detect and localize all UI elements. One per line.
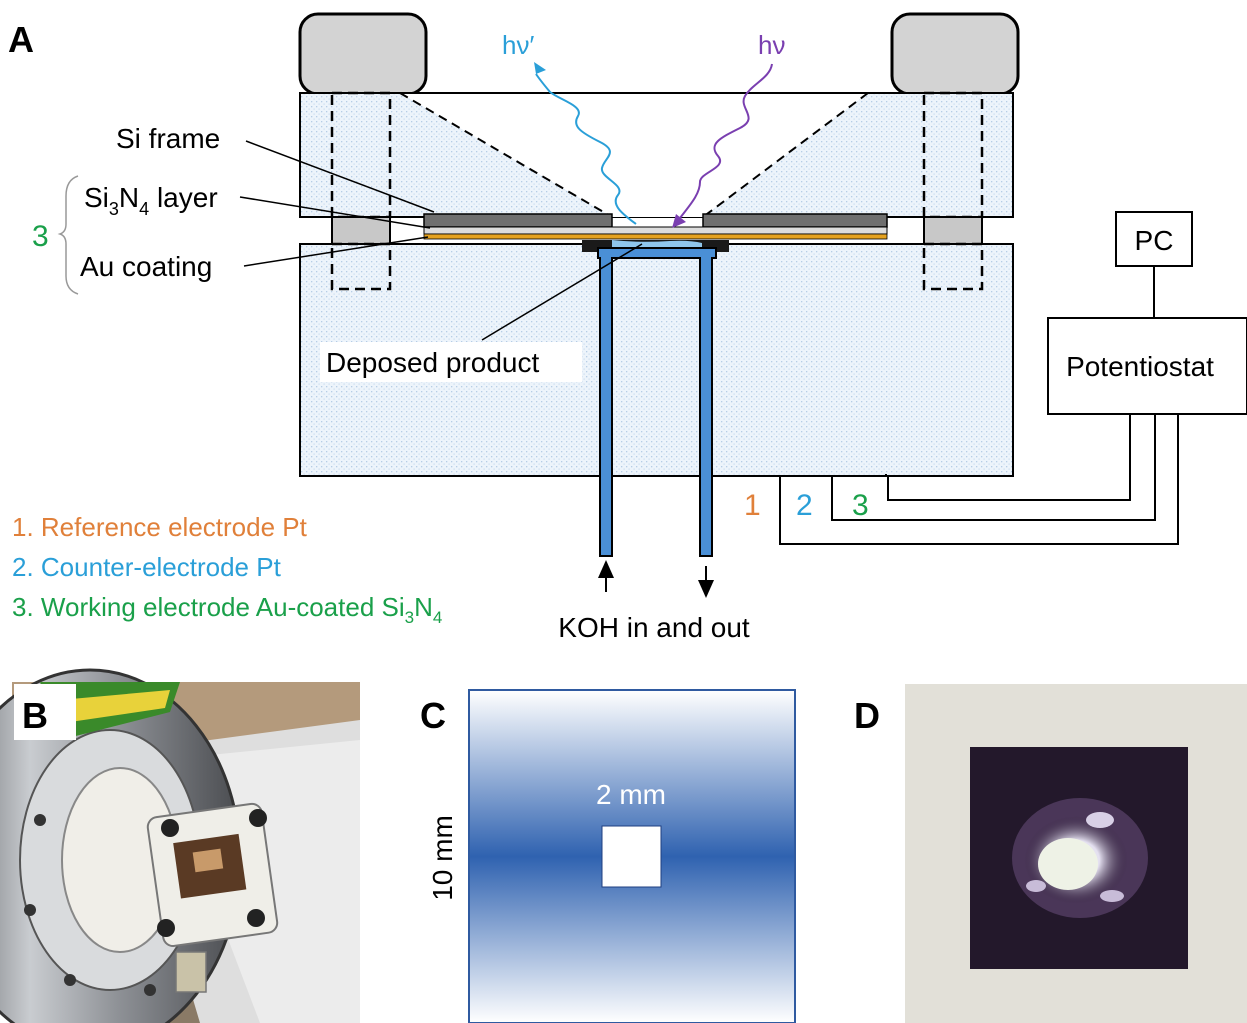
si3n4-membrane bbox=[423, 226, 888, 235]
deposited-product bbox=[612, 240, 702, 247]
hv-in-label: hν bbox=[758, 30, 785, 60]
window-cone bbox=[400, 93, 868, 217]
chip-size-label: 10 mm bbox=[427, 815, 458, 901]
legend-counter-electrode: 2. Counter-electrode Pt bbox=[12, 552, 282, 582]
pc-label: PC bbox=[1135, 225, 1174, 256]
panel-d-photo bbox=[905, 684, 1247, 1023]
wire-3-label: 3 bbox=[852, 489, 869, 522]
panel-label-c: C bbox=[420, 695, 446, 736]
group-number-label: 3 bbox=[32, 220, 49, 253]
left-clamp-knob bbox=[298, 12, 428, 96]
au-coating-layer bbox=[423, 233, 888, 240]
deposed-product-label: Deposed product bbox=[326, 347, 539, 378]
panel-label-a: A bbox=[8, 19, 34, 60]
left-spacer bbox=[331, 216, 391, 245]
right-clamp-knob bbox=[890, 12, 1020, 96]
legend-working-electrode: 3. Working electrode Au-coated Si3N4 bbox=[12, 592, 442, 627]
legend-reference-electrode: 1. Reference electrode Pt bbox=[12, 512, 308, 542]
si-frame-right bbox=[702, 213, 888, 228]
wire-1-label: 1 bbox=[744, 489, 761, 522]
au-coating-label: Au coating bbox=[80, 251, 212, 282]
emitted-light-ray bbox=[535, 73, 637, 225]
hv-out-label: hν′ bbox=[502, 30, 534, 60]
right-spacer bbox=[923, 216, 983, 245]
si3n4-label: Si3N4 layer bbox=[84, 182, 218, 219]
si-frame-left bbox=[423, 213, 613, 228]
wire-2-label: 2 bbox=[796, 489, 813, 522]
window-size-label: 2 mm bbox=[596, 779, 666, 810]
si-frame-label: Si frame bbox=[116, 123, 220, 154]
electrode-wires bbox=[779, 414, 1179, 545]
potentiostat-box bbox=[1047, 317, 1247, 415]
membrane-window bbox=[601, 825, 662, 888]
panel-label-b: B bbox=[22, 695, 48, 736]
incident-light-ray bbox=[679, 63, 773, 219]
potentiostat-label: Potentiostat bbox=[1066, 351, 1214, 382]
koh-label: KOH in and out bbox=[558, 612, 750, 643]
group-brace bbox=[57, 175, 79, 295]
koh-channel bbox=[597, 247, 717, 557]
panel-label-d: D bbox=[854, 695, 880, 736]
bottom-cell-block bbox=[299, 243, 1014, 477]
